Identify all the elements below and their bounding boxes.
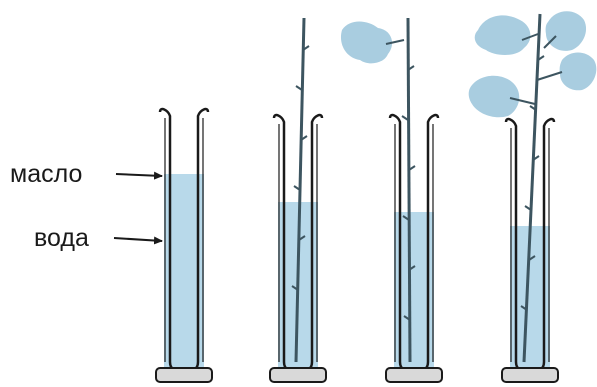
oil-pointer-arrow — [116, 174, 162, 176]
tube-stand — [156, 368, 212, 382]
leaf — [560, 53, 597, 91]
tube-stand — [386, 368, 442, 382]
leaf — [546, 11, 586, 51]
leaf — [469, 76, 520, 118]
tube-stand — [502, 368, 558, 382]
water-pointer-arrow — [114, 238, 162, 241]
water-label: вода — [34, 226, 89, 251]
test-tube-stem — [270, 18, 326, 382]
test-tube-control — [156, 109, 212, 382]
leaf — [341, 22, 392, 64]
test-tube-few-leaves — [341, 18, 442, 382]
oil-label: масло — [10, 162, 82, 187]
tube-stand — [270, 368, 326, 382]
test-tube-many-leaves — [469, 11, 597, 382]
leaf — [475, 15, 531, 55]
